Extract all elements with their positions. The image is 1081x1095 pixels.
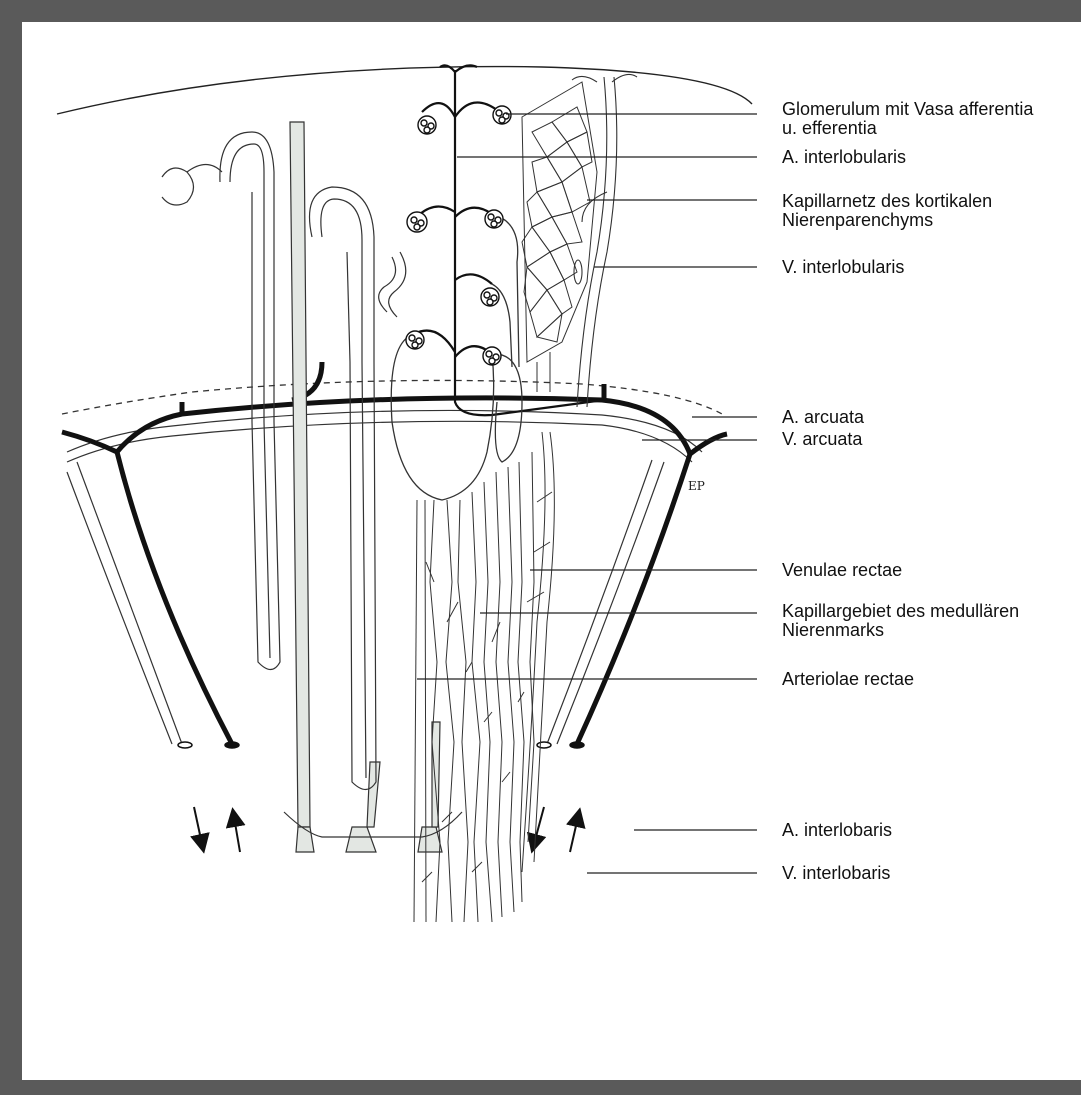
- label-v-arcuata: V. arcuata: [782, 430, 862, 449]
- label-venulae-rectae: Venulae rectae: [782, 561, 902, 580]
- vessel-cut-ends: [178, 742, 584, 748]
- glomerulus: [485, 210, 503, 228]
- kidney-capsule-line: [57, 67, 752, 114]
- label-kapillarnetz-line1: Kapillarnetz des kortikalen: [782, 192, 992, 211]
- glomerulus: [406, 331, 424, 349]
- glomeruli: [406, 106, 511, 365]
- glomerulus: [407, 212, 427, 232]
- efferent-vessels: [391, 214, 522, 500]
- a-arcuata-vessel: [62, 362, 727, 744]
- label-kapillargebiet-line1: Kapillargebiet des medullären: [782, 602, 1019, 621]
- label-kapillarnetz: Kapillarnetz des kortikalen Nierenparenc…: [782, 192, 992, 230]
- glomerulus: [418, 116, 436, 134]
- label-kapillarnetz-line2: Nierenparenchyms: [782, 211, 992, 230]
- label-a-interlobularis: A. interlobularis: [782, 148, 906, 167]
- glomerulus: [493, 106, 511, 124]
- nephron-tubules: [162, 132, 406, 790]
- kidney-vascular-diagram: EP: [22, 22, 1081, 1080]
- label-glomerulum-line2: u. efferentia: [782, 119, 1033, 138]
- label-glomerulum-line1: Glomerulum mit Vasa afferentia: [782, 100, 1033, 119]
- leader-lines: [417, 114, 757, 873]
- label-a-arcuata: A. arcuata: [782, 408, 864, 427]
- cortical-capillary-network: [522, 82, 597, 392]
- label-v-interlobularis: V. interlobularis: [782, 258, 904, 277]
- label-kapillargebiet-line2: Nierenmarks: [782, 621, 1019, 640]
- artist-signature: EP: [688, 479, 705, 493]
- label-v-interlobaris: V. interlobaris: [782, 864, 890, 883]
- label-glomerulum: Glomerulum mit Vasa afferentia u. effere…: [782, 100, 1033, 138]
- glomerulus: [483, 347, 501, 365]
- glomerulus: [481, 288, 499, 306]
- label-arteriolae-rectae: Arteriolae rectae: [782, 670, 914, 689]
- label-a-interlobaris: A. interlobaris: [782, 821, 892, 840]
- label-kapillargebiet: Kapillargebiet des medullären Nierenmark…: [782, 602, 1019, 640]
- diagram-frame: EP Glomerulum mit Vasa afferentia u. eff…: [22, 22, 1081, 1080]
